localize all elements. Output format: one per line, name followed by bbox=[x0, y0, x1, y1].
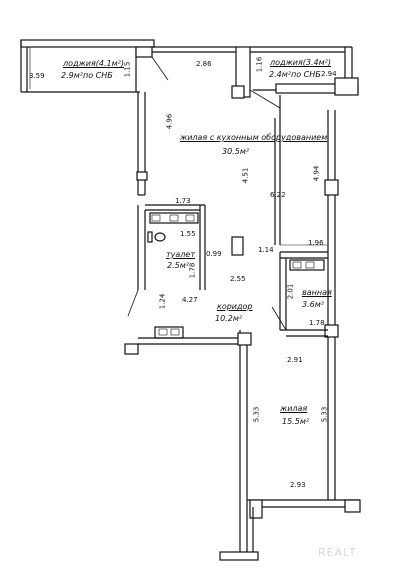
inner-right-wall bbox=[274, 95, 339, 500]
dim-1-78-bath: 1.78 bbox=[309, 319, 325, 327]
corridor-area: 10.2м² bbox=[215, 314, 243, 323]
dim-1-78-toilet: 1.78 bbox=[188, 262, 197, 279]
dim-1-55: 1.55 bbox=[180, 230, 196, 238]
living-room-area: 15.5м² bbox=[282, 417, 310, 426]
living-kitchen-name: жилая с кухонным оборудованием bbox=[180, 133, 328, 142]
dim-2-55: 2.55 bbox=[230, 275, 246, 283]
dim-4-27: 4.27 bbox=[182, 296, 198, 304]
bathroom-walls bbox=[271, 251, 328, 337]
toilet-name: туалет bbox=[166, 250, 195, 259]
watermark: REALT bbox=[318, 546, 357, 559]
top-wall bbox=[135, 46, 353, 99]
dim-6-22: 6.22 bbox=[270, 191, 286, 199]
dim-1-16: 1.16 bbox=[255, 56, 264, 73]
dim-2-91: 2.91 bbox=[287, 356, 303, 364]
living-kitchen-area: 30.5м² bbox=[222, 147, 250, 156]
dim-2-93: 2.93 bbox=[290, 481, 306, 489]
dim-4-96: 4.96 bbox=[165, 113, 174, 130]
bathroom-area: 3.6м² bbox=[302, 300, 324, 309]
dim-2-01: 2.01 bbox=[286, 283, 295, 300]
corridor-walls bbox=[124, 326, 252, 555]
toilet-walls bbox=[127, 204, 206, 317]
dim-4-51: 4.51 bbox=[241, 167, 250, 184]
toilet-area: 2.5м² bbox=[167, 261, 189, 270]
dim-1-73: 1.73 bbox=[175, 197, 191, 205]
bathroom-name: ванная bbox=[302, 288, 332, 297]
living-room-name: жилая bbox=[280, 404, 308, 413]
loggia-right-walls bbox=[253, 77, 359, 96]
dim-1-96: 1.96 bbox=[308, 239, 324, 247]
left-wall bbox=[136, 92, 148, 196]
loggia-left-name: лоджия(4.1м²) bbox=[63, 59, 124, 68]
loggia-left-walls bbox=[20, 39, 155, 93]
loggia-right-area: 2.4м²по СНБ bbox=[269, 70, 321, 79]
column bbox=[231, 236, 244, 256]
loggia-left-area: 2.9м²по СНБ bbox=[61, 71, 113, 80]
corridor-name: коридор bbox=[217, 302, 253, 311]
dim-1-14: 1.14 bbox=[258, 246, 274, 254]
dim-3-59: 3.59 bbox=[29, 72, 45, 80]
dim-0-99: 0.99 bbox=[206, 250, 222, 258]
dim-2-94: 2.94 bbox=[321, 70, 337, 78]
bedroom-bottom bbox=[219, 499, 361, 561]
dim-2-86: 2.86 bbox=[196, 60, 212, 68]
dim-4-94: 4.94 bbox=[312, 165, 321, 182]
loggia-right-name: лоджия(3.4м²) bbox=[270, 58, 331, 67]
dim-1-15: 1.15 bbox=[123, 61, 132, 78]
dim-5-33-left: 5.33 bbox=[252, 406, 261, 423]
dim-1-24: 1.24 bbox=[158, 293, 167, 310]
dim-5-33-right: 5.33 bbox=[320, 406, 329, 423]
